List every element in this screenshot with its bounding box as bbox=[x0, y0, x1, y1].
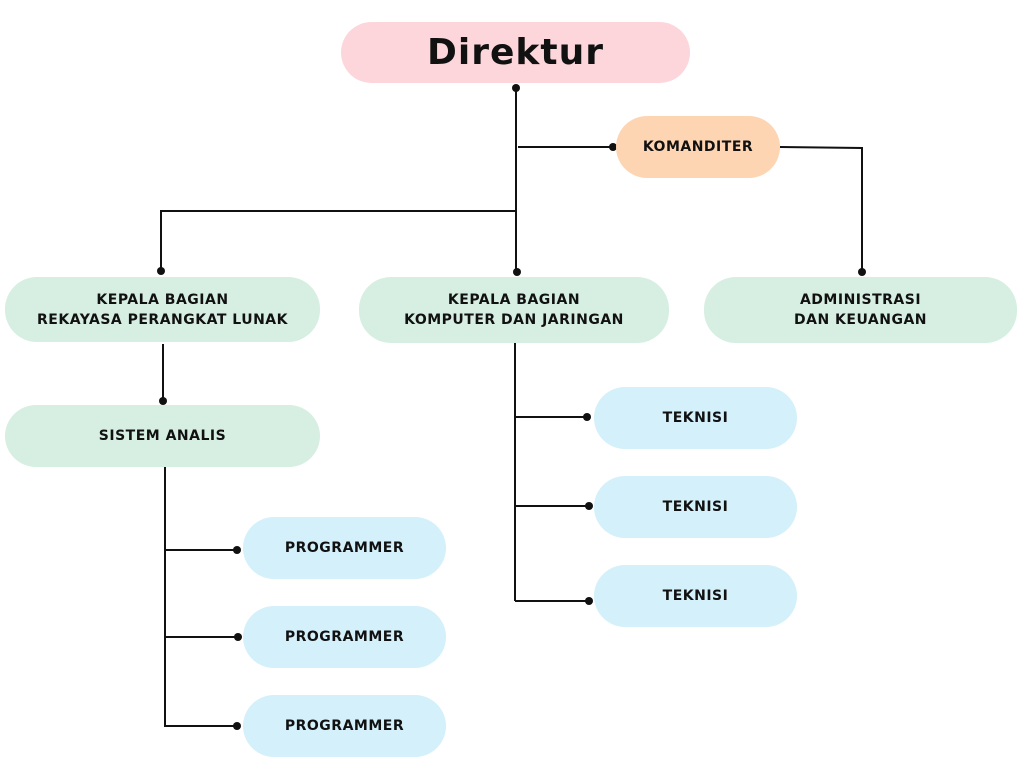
node-programmer: PROGRAMMER bbox=[243, 606, 446, 668]
node-label: SISTEM ANALIS bbox=[98, 428, 227, 444]
node-label: Direktur bbox=[427, 31, 604, 73]
connector-dot bbox=[233, 722, 241, 730]
connector-dot bbox=[585, 502, 593, 510]
connector-komanditer-admin bbox=[779, 146, 863, 272]
node-teknisi: TEKNISI bbox=[594, 387, 797, 449]
connector-dot bbox=[583, 413, 591, 421]
node-label: KOMANDITER bbox=[642, 139, 754, 155]
node-label: ADMINISTRASI DAN KEUANGAN bbox=[794, 292, 927, 328]
node-komanditer: KOMANDITER bbox=[616, 116, 780, 178]
node-label: PROGRAMMER bbox=[284, 540, 405, 556]
node-teknisi: TEKNISI bbox=[594, 476, 797, 538]
node-label: PROGRAMMER bbox=[284, 629, 405, 645]
connector-dot bbox=[157, 267, 165, 275]
connector-dot bbox=[512, 84, 520, 92]
connector-dot bbox=[233, 546, 241, 554]
connector-dot bbox=[234, 633, 242, 641]
node-kepala-bagian-kj: KEPALA BAGIAN KOMPUTER DAN JARINGAN bbox=[359, 277, 669, 343]
node-label: PROGRAMMER bbox=[284, 718, 405, 734]
node-kepala-bagian-rpl: KEPALA BAGIAN REKAYASA PERANGKAT LUNAK bbox=[5, 277, 320, 342]
connector-dot bbox=[513, 268, 521, 276]
connector-dot bbox=[585, 597, 593, 605]
node-direktur: Direktur bbox=[341, 22, 690, 83]
node-label: TEKNISI bbox=[662, 499, 729, 515]
node-programmer: PROGRAMMER bbox=[243, 517, 446, 579]
node-administrasi-keuangan: ADMINISTRASI DAN KEUANGAN bbox=[704, 277, 1017, 343]
connector-dot bbox=[858, 268, 866, 276]
connector-dot bbox=[159, 397, 167, 405]
connector-direktur-rpl bbox=[160, 210, 516, 271]
connector-dot bbox=[609, 143, 617, 151]
node-teknisi: TEKNISI bbox=[594, 565, 797, 627]
node-label: KEPALA BAGIAN KOMPUTER DAN JARINGAN bbox=[404, 292, 624, 328]
node-programmer: PROGRAMMER bbox=[243, 695, 446, 757]
node-label: TEKNISI bbox=[662, 410, 729, 426]
node-sistem-analis: SISTEM ANALIS bbox=[5, 405, 320, 467]
node-label: KEPALA BAGIAN REKAYASA PERANGKAT LUNAK bbox=[37, 291, 288, 328]
node-label: TEKNISI bbox=[662, 588, 729, 604]
